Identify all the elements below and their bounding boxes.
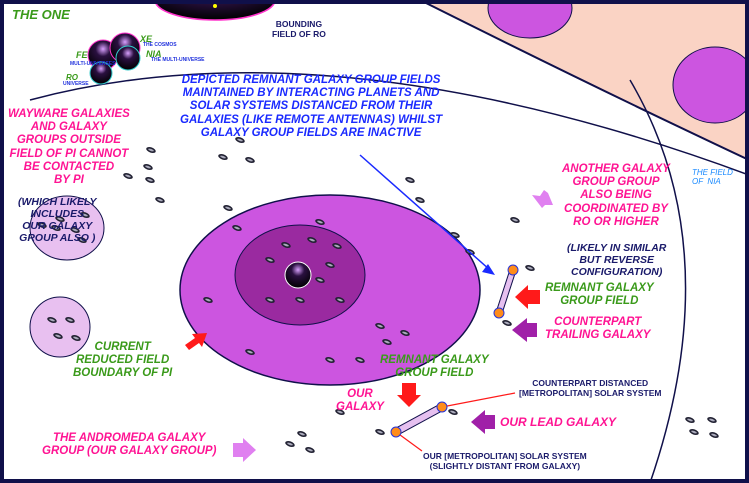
red-arrow-icon: [185, 333, 207, 350]
purple-arrow-icon: [471, 410, 495, 434]
node: [493, 307, 505, 319]
our-lead-galaxy-label: OUR LEAD GALAXY: [500, 415, 617, 429]
planet-right: [672, 46, 749, 124]
node: [390, 426, 402, 438]
red-arrow-icon: [515, 285, 540, 309]
fe-sub-label: MULTI-UNIVERSES: [70, 61, 116, 67]
the-one-sphere: [154, 0, 276, 21]
current-field-label: CURRENT REDUCED FIELD BOUNDARY OF PI: [73, 341, 173, 380]
remnant-field-right: [496, 269, 516, 314]
red-arrow-icon: [397, 383, 421, 407]
remnant-field-bottom: [394, 404, 444, 435]
wayward-group-2: [29, 296, 91, 358]
ro-sub-label: UNIVERSE: [63, 81, 89, 87]
counterpart-trailing-label: COUNTERPART TRAILING GALAXY: [545, 316, 651, 342]
node: [436, 401, 448, 413]
field-of-nia-label: THE FIELD OF NIA: [692, 168, 733, 187]
node: [507, 264, 519, 276]
xe-sub-label: THE COSMOS: [143, 42, 177, 48]
nia-sphere: [115, 45, 141, 71]
our-galaxy-label: OUR GALAXY: [336, 388, 384, 414]
outer-universe-region: [419, 0, 749, 162]
nia-label: NIA: [146, 49, 162, 59]
planet-top: [487, 0, 573, 39]
counterpart-distanced-label: COUNTERPART DISTANCED [METROPOLITAN] SOL…: [519, 378, 662, 398]
pointer-line: [359, 154, 491, 271]
xe-label: XE: [140, 34, 153, 44]
pi-sphere: [284, 261, 312, 289]
pointer-arrowhead: [482, 264, 495, 275]
likely-similar-label: (LIKELY IN SIMILAR BUT REVERSE CONFIGURA…: [567, 242, 667, 279]
wayware-label: WAYWARE GALAXIES AND GALAXY GROUPS OUTSI…: [8, 108, 130, 187]
purple-arrow-icon: [512, 318, 537, 342]
the-one-label: THE ONE: [12, 7, 70, 22]
violet-arrow-icon: [233, 438, 256, 462]
fe-label: FE: [76, 50, 88, 60]
remnant-bottom-label: REMNANT GALAXY GROUP FIELD: [380, 354, 489, 380]
remnant-right-label: REMNANT GALAXY GROUP FIELD: [545, 282, 654, 308]
another-group-label: ANOTHER GALAXY GROUP GROUP ALSO BEING CO…: [562, 163, 670, 228]
nia-sub-label: THE MULTI-UNIVERSE: [151, 57, 205, 63]
bounding-field-label: BOUNDING FIELD OF RO: [272, 19, 326, 39]
wayward-group-1: [29, 195, 105, 261]
depicted-caption: DEPICTED REMNANT GALAXY GROUP FIELDS MAI…: [180, 74, 443, 139]
which-includes-label: (WHICH LIKELY INCLUDES OUR GALAXY GROUP …: [18, 196, 97, 245]
leader-line: [441, 392, 516, 408]
our-metropolitan-label: OUR [METROPOLITAN] SOLAR SYSTEM (SLIGHTL…: [423, 451, 587, 471]
ro-sphere: [89, 61, 113, 85]
ro-label: RO: [66, 73, 78, 82]
field-of-nia-arc: [629, 79, 687, 483]
violet-arrow-icon: [532, 190, 553, 208]
andromeda-label: THE ANDROMEDA GALAXY GROUP (OUR GALAXY G…: [42, 432, 217, 458]
bounding-field-of-ro-arc: [29, 72, 749, 176]
